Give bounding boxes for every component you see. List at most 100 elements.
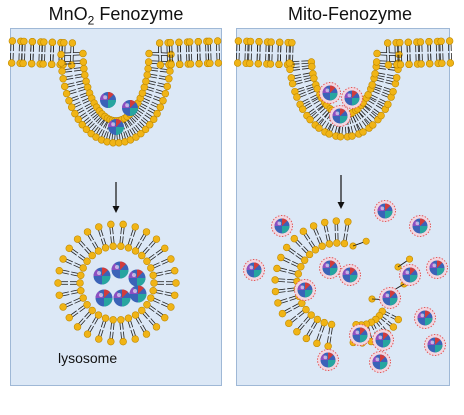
lipid <box>78 117 92 129</box>
lipid <box>144 112 158 124</box>
lipid-head <box>318 242 326 250</box>
lipid-head <box>309 222 318 230</box>
lipid <box>166 38 175 53</box>
lipid-head <box>194 37 202 46</box>
lipid-head <box>290 234 298 243</box>
lipid <box>124 314 134 329</box>
bilayer-segment <box>233 37 455 141</box>
particle-segment <box>385 203 391 211</box>
lipid-head <box>77 286 85 295</box>
lipid-head <box>234 37 243 45</box>
lipid-head <box>83 257 91 265</box>
right-panel-title: Mito-Fenozyme <box>287 4 413 24</box>
lipid <box>364 91 378 101</box>
lipid-head <box>306 115 314 124</box>
lipid <box>92 241 103 255</box>
mito-fenozyme-particle <box>424 334 446 356</box>
particle-segment <box>410 275 418 283</box>
lipid-head <box>143 257 151 265</box>
lipid <box>48 38 57 53</box>
lipid <box>70 271 85 280</box>
particle-segment <box>328 360 336 368</box>
lipid <box>167 54 175 69</box>
particle-highlight <box>131 272 137 278</box>
lipid <box>246 53 254 68</box>
lipid-head <box>206 59 214 67</box>
lipid <box>386 74 401 82</box>
lipid <box>161 255 175 265</box>
lipid <box>364 116 377 129</box>
lipid <box>195 53 203 68</box>
particle-segment <box>120 261 126 270</box>
lipid-head <box>311 246 320 254</box>
lipid <box>271 287 286 296</box>
lipid-head <box>254 59 263 68</box>
lipid <box>254 53 263 68</box>
lipid <box>368 81 383 90</box>
particle-segment <box>102 276 111 285</box>
particle-segment <box>390 298 398 306</box>
lipid <box>47 54 56 69</box>
lipid-head <box>71 109 79 118</box>
particle-segment <box>437 268 445 276</box>
lipid-head <box>344 218 352 226</box>
particle-segment <box>116 119 122 127</box>
lipid <box>267 38 275 53</box>
lipid-head <box>327 320 336 329</box>
lipid <box>278 307 293 318</box>
lipid-head <box>282 243 291 252</box>
lipid <box>425 53 434 68</box>
mito-fenozyme-particle <box>319 82 341 104</box>
lipid <box>306 111 319 124</box>
lipid <box>131 241 142 255</box>
lipid <box>321 218 329 233</box>
particle-segment <box>420 218 426 226</box>
mito-fenozyme-particle <box>414 307 436 329</box>
lipid-head <box>81 71 89 79</box>
lipid-head <box>149 286 157 295</box>
lipid <box>65 310 79 322</box>
lipid <box>131 311 142 325</box>
lipid <box>130 329 139 343</box>
lipid <box>164 267 179 275</box>
arrow-head <box>112 206 120 213</box>
particles <box>93 82 448 373</box>
lipid <box>129 127 140 141</box>
lipid <box>164 291 179 299</box>
lipid <box>77 301 91 313</box>
particle-highlight <box>111 122 116 127</box>
lipid-head <box>336 133 345 141</box>
lipid <box>166 279 180 287</box>
lipid-head <box>156 103 165 111</box>
particle-highlight <box>323 355 328 360</box>
lipid <box>55 291 70 299</box>
lipid-head <box>271 287 280 296</box>
lipid <box>301 62 316 71</box>
lipid-head <box>39 60 47 68</box>
lipid <box>308 240 320 254</box>
lipid-head <box>79 294 87 302</box>
lipid <box>327 320 336 335</box>
lipid-head <box>119 337 127 346</box>
lipid-head <box>59 303 67 311</box>
lipid <box>371 70 386 78</box>
lipid <box>144 58 159 66</box>
particle-segment <box>360 335 368 343</box>
lipid-head <box>163 82 171 91</box>
lipid <box>65 244 79 256</box>
mito-fenozyme-particle <box>294 279 316 301</box>
mito-fenozyme-particle <box>349 324 371 346</box>
lipid-head <box>79 49 87 58</box>
particle-segment <box>122 289 128 298</box>
lipid <box>299 227 311 241</box>
lipid-head <box>172 279 180 287</box>
mito-fenozyme-particle <box>271 215 293 237</box>
lipid <box>316 236 326 250</box>
particle-segment <box>305 282 311 290</box>
particle-segment <box>350 275 358 283</box>
particle-segment <box>350 267 356 275</box>
lipid-head <box>195 59 203 68</box>
lipid-head <box>294 270 302 278</box>
lipid <box>309 222 320 236</box>
lipid-head <box>285 319 293 328</box>
